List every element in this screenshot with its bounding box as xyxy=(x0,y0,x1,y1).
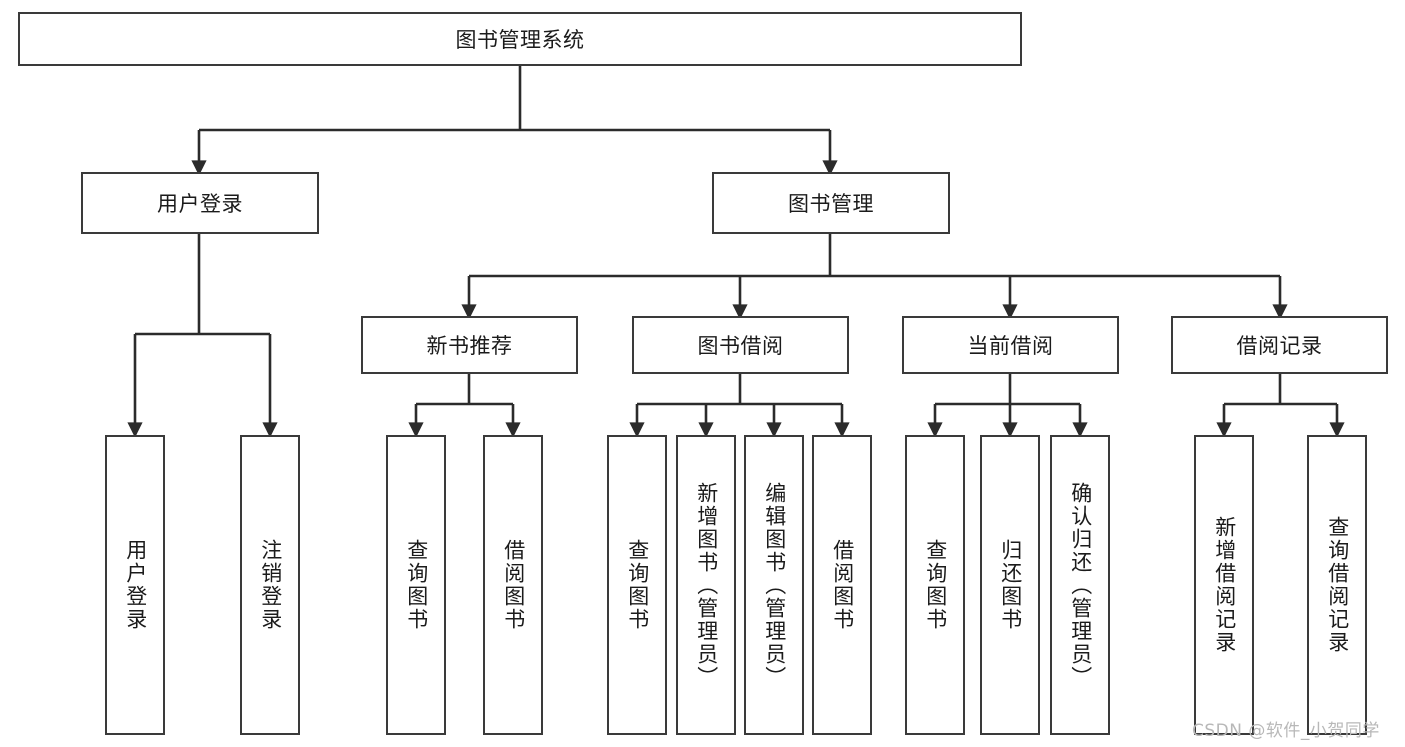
node-book-management-system[interactable]: 图书管理系统 xyxy=(18,12,1022,66)
leaf-borrow-book-recommend[interactable]: 借阅图书 xyxy=(483,435,543,735)
watermark: CSDN @软件_小贺同学 xyxy=(1192,721,1380,741)
node-label: 注销登录 xyxy=(258,539,283,631)
leaf-query-book-recommend[interactable]: 查询图书 xyxy=(386,435,446,735)
leaf-query-book-current[interactable]: 查询图书 xyxy=(905,435,965,735)
node-label: 查询图书 xyxy=(625,539,650,631)
node-label: 确认归还（管理员） xyxy=(1068,481,1093,689)
node-label: 新书推荐 xyxy=(426,334,513,358)
leaf-confirm-return-admin[interactable]: 确认归还（管理员） xyxy=(1050,435,1110,735)
leaf-add-borrow-record[interactable]: 新增借阅记录 xyxy=(1194,435,1254,735)
node-label: 用户登录 xyxy=(123,539,148,631)
leaf-edit-book-admin[interactable]: 编辑图书（管理员） xyxy=(744,435,804,735)
node-label: 新增图书（管理员） xyxy=(694,481,719,689)
node-label: 借阅记录 xyxy=(1236,334,1323,358)
node-current-borrow[interactable]: 当前借阅 xyxy=(902,316,1119,374)
node-user-login[interactable]: 用户登录 xyxy=(81,172,319,234)
node-label: 新增借阅记录 xyxy=(1212,516,1237,654)
node-label: 查询借阅记录 xyxy=(1325,516,1350,654)
node-label: 用户登录 xyxy=(157,192,243,216)
leaf-borrow-book-borrow[interactable]: 借阅图书 xyxy=(812,435,872,735)
leaf-query-borrow-record[interactable]: 查询借阅记录 xyxy=(1307,435,1367,735)
node-label: 查询图书 xyxy=(923,539,948,631)
node-label: 图书管理系统 xyxy=(455,28,585,52)
leaf-logout-login[interactable]: 注销登录 xyxy=(240,435,300,735)
node-label: 图书借阅 xyxy=(697,334,784,358)
node-label: 归还图书 xyxy=(998,539,1023,631)
node-label: 图书管理 xyxy=(788,192,874,216)
node-book-management[interactable]: 图书管理 xyxy=(712,172,950,234)
leaf-add-book-admin[interactable]: 新增图书（管理员） xyxy=(676,435,736,735)
leaf-user-login[interactable]: 用户登录 xyxy=(105,435,165,735)
node-label: 编辑图书（管理员） xyxy=(762,481,787,689)
leaf-query-book-borrow[interactable]: 查询图书 xyxy=(607,435,667,735)
leaf-return-book[interactable]: 归还图书 xyxy=(980,435,1040,735)
node-label: 借阅图书 xyxy=(830,539,855,631)
node-borrow-record[interactable]: 借阅记录 xyxy=(1171,316,1388,374)
node-book-borrow[interactable]: 图书借阅 xyxy=(632,316,849,374)
node-label: 借阅图书 xyxy=(501,539,526,631)
node-label: 查询图书 xyxy=(404,539,429,631)
node-label: 当前借阅 xyxy=(967,334,1054,358)
node-new-book-recommend[interactable]: 新书推荐 xyxy=(361,316,578,374)
